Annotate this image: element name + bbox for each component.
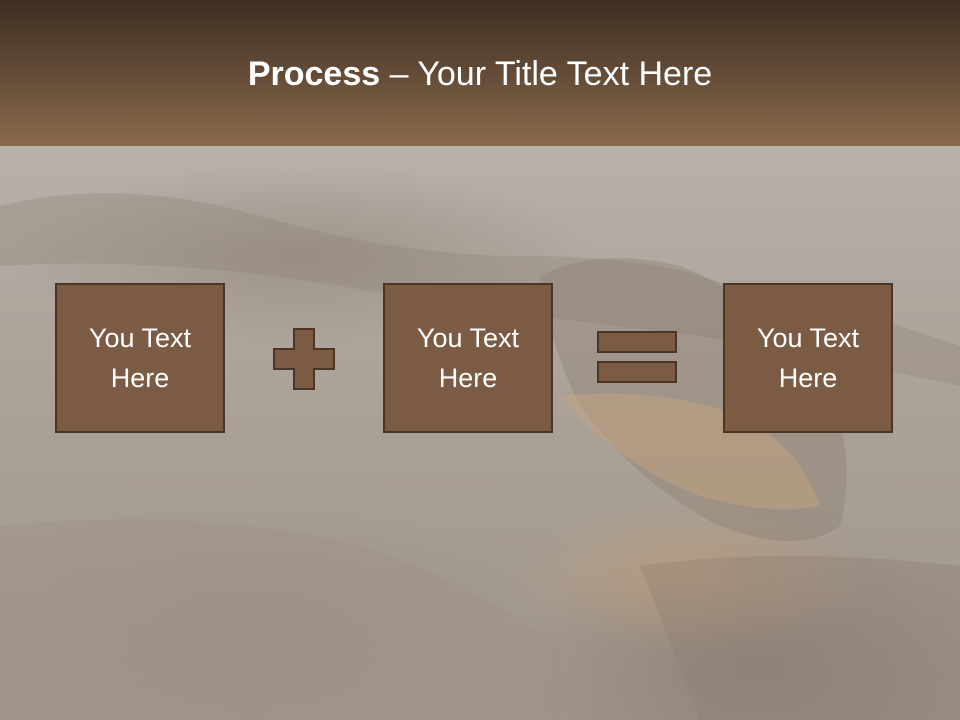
title-bold: Process [247, 55, 381, 93]
process-box-3-label: You Text Here [756, 323, 860, 393]
equals-icon [597, 331, 677, 383]
plus-icon [273, 328, 335, 390]
slide-title: Process – Your Title Text Here [0, 52, 960, 96]
process-box-1-label: You Text Here [88, 323, 192, 393]
process-box-1: You Text Here [55, 283, 225, 433]
title-rest: – Your Title Text Here [380, 55, 713, 93]
title-banner [0, 0, 960, 146]
process-box-2: You Text Here [383, 283, 553, 433]
background-photo [0, 146, 960, 720]
process-box-2-label: You Text Here [416, 323, 520, 393]
background-texture [0, 193, 960, 720]
process-box-3: You Text Here [723, 283, 893, 433]
